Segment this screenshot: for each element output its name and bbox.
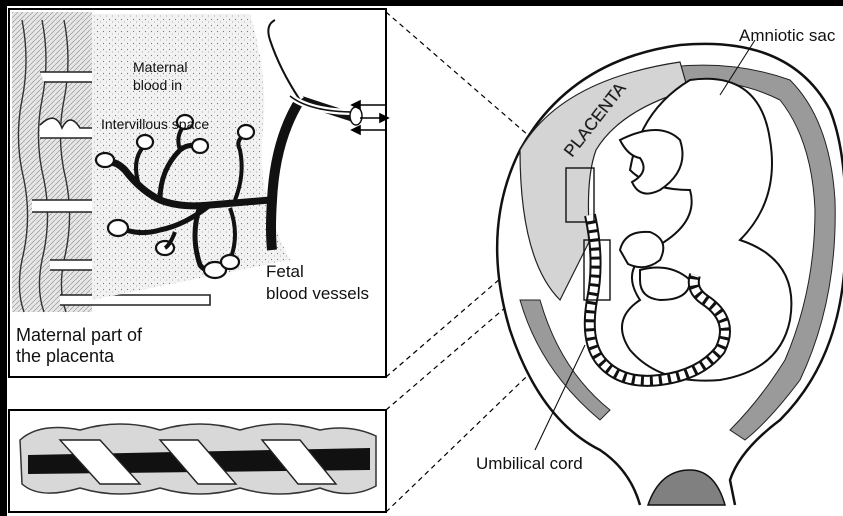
label-amniotic-sac: Amniotic sac <box>739 26 836 45</box>
villi-inset-panel: Maternal blood in Intervillous space Fet… <box>9 9 388 377</box>
label-fetal-vessels-1: Fetal <box>266 262 304 281</box>
label-intervillous-space: Intervillous space <box>101 116 209 132</box>
cord-inset-panel <box>9 410 386 512</box>
label-fetal-vessels-2: blood vessels <box>266 284 369 303</box>
label-maternal-blood-in-2: blood in <box>133 77 182 93</box>
cord-arteries <box>60 440 336 484</box>
label-maternal-blood-in-1: Maternal <box>133 59 187 75</box>
label-maternal-part-1: Maternal part of <box>16 325 143 345</box>
uterus-illustration: PLACENTA Amniotic sac Umbilical cord <box>476 26 843 505</box>
label-maternal-part-2: the placenta <box>16 346 115 366</box>
fetus-head-region <box>620 232 663 267</box>
label-umbilical-cord: Umbilical cord <box>476 454 583 473</box>
